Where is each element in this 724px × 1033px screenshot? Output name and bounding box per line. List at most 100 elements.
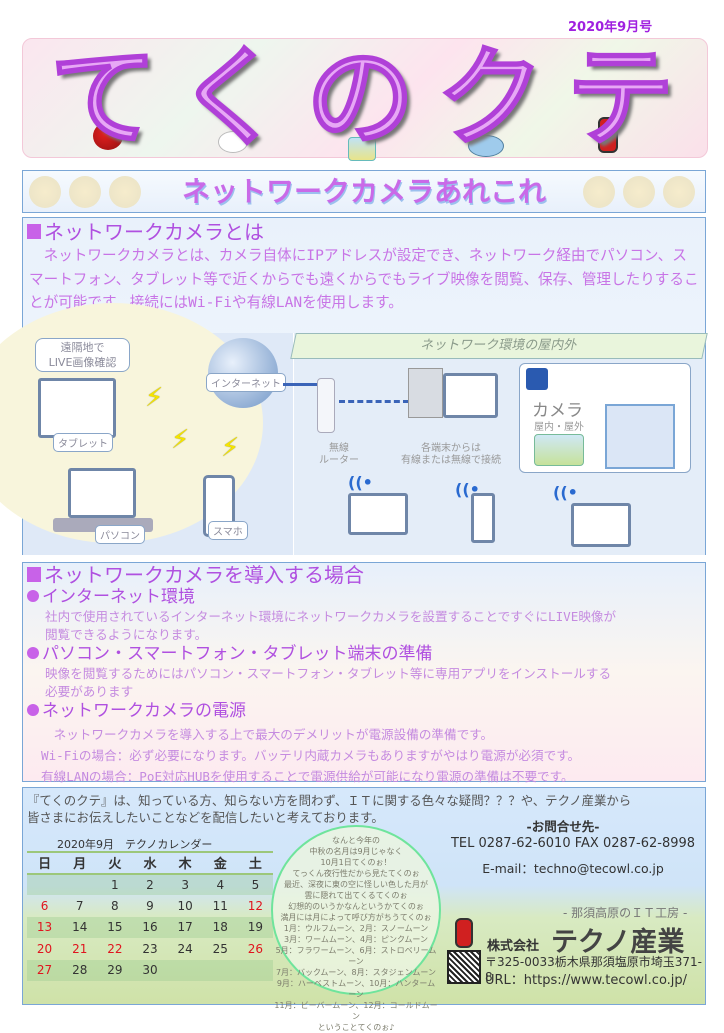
footer: 『てくのクテ』は、知っている方、知らない方を問わず、ＩＴに関する色々な疑問？？？…: [22, 787, 706, 1032]
section-heading-text: ネットワークカメラを導入する場合: [44, 563, 364, 587]
calendar-day: 17: [167, 916, 203, 938]
paragraph-line: 映像を閲覧するためにはパソコン・スマートフォン・タブレット等に専用アプリをインス…: [45, 666, 612, 681]
subheading-power: ネットワークカメラの電源: [23, 701, 705, 722]
landscape-icon: [348, 137, 376, 161]
calendar-day: 23: [142, 941, 158, 956]
weekday-header: 水: [132, 852, 168, 875]
tel-fax: TEL 0287-62-6010 FAX 0287-62-8998: [450, 836, 696, 851]
desktop-tower-icon: [408, 368, 443, 418]
tablet-label: タブレット: [53, 433, 113, 452]
router-label: 無線ルーター: [319, 443, 359, 466]
calendar-day: [237, 959, 273, 981]
smartphone-icon: [471, 493, 495, 543]
tagline: - 那須高原のＩＴ工房 -: [563, 906, 688, 920]
weekday-header: 土: [237, 852, 273, 875]
calendar-day: [62, 873, 98, 895]
intro-text: 『てくのクテ』は、知っている方、知らない方を問わず、ＩＴに関する色々な疑問？？？…: [27, 793, 632, 825]
calendar-day: 25: [212, 941, 228, 956]
bubble-line: 10月1日てくのぉ！: [320, 858, 392, 867]
section-heading-text: ネットワークカメラとは: [44, 220, 264, 244]
subheading-devices: パソコン・スマートフォン・タブレット端末の準備: [23, 644, 705, 665]
ladybug-image: [534, 434, 584, 466]
pc-label: パソコン: [95, 525, 145, 544]
paragraph-line: 必要があります: [45, 684, 134, 699]
paragraph-line: 有線LANの場合：PoE対応HUBを使用することで電源供給が可能になり電源の準備…: [41, 769, 574, 784]
whale-icon: [468, 135, 504, 157]
calendar-day: 24: [177, 941, 193, 956]
laptop-icon: [348, 493, 408, 535]
owl-mascot-icon: [598, 117, 618, 153]
calendar-day: 9: [146, 898, 154, 913]
website-link[interactable]: URL：https://www.tecowl.co.jp/: [485, 973, 688, 988]
calendar-title: 2020年9月 テクノカレンダー: [57, 838, 213, 851]
calendar-day: 10: [177, 898, 193, 913]
calendar-day: 21: [72, 941, 88, 956]
bubble-line: 7月：バックムーン、8月：スタジェンムーン: [275, 968, 437, 977]
subheading-internet: インターネット環境: [23, 587, 705, 608]
company-name: テクノ産業: [551, 927, 685, 958]
calendar-day: [202, 959, 238, 981]
wireless-bolt-icon: ⚡: [145, 383, 164, 413]
calendar-week: 20 21 22 23 24 25 26: [27, 938, 273, 960]
calendar-day: 20: [36, 941, 53, 956]
internet-label: インターネット: [206, 373, 286, 392]
masthead: てくのクテ: [22, 36, 708, 161]
section-heading: ネットワークカメラとは: [23, 220, 705, 244]
email-link[interactable]: E-mail：techno@tecowl.co.jp: [482, 861, 664, 876]
weekday-header: 火: [97, 852, 133, 875]
wireless-bolt-icon: ⚡: [221, 433, 240, 463]
weekday-header: 日: [27, 852, 63, 875]
tablet-icon: [571, 503, 631, 547]
calendar-day: 3: [167, 873, 203, 895]
calendar-day: 29: [97, 959, 133, 981]
bubble-line: てっくん夜行性だから見たてくのぉ: [292, 869, 420, 878]
calendar-day: 13: [27, 916, 63, 938]
calendar-day: 18: [202, 916, 238, 938]
camera-sublabel: 屋内・屋外: [534, 422, 584, 433]
bubble-line: 3月：ワームムーン、4月：ピンクムーン: [283, 935, 429, 944]
calendar-day: 19: [237, 916, 273, 938]
section-what-is-network-camera: ネットワークカメラとは ネットワークカメラとは、カメラ自体にIPアドレスが設定で…: [0, 217, 708, 555]
ladybug-icon: [93, 122, 123, 150]
paragraph-line: ネットワークカメラを導入する上で最大のデメリットが電源設備の準備です。: [41, 727, 494, 742]
calendar-day: 16: [132, 916, 168, 938]
calendar-day: [27, 873, 63, 895]
bubble-line: 中秋の名月は9月じゃなく: [309, 847, 403, 856]
owl-mascot-icon: [455, 918, 473, 948]
wifi-icon: ((•: [553, 483, 578, 502]
calendar-day: 15: [97, 916, 133, 938]
laptop-icon: [68, 468, 136, 518]
indoor-outdoor-header: ネットワーク環境の屋内外: [290, 333, 708, 359]
security-camera-icon: [526, 368, 548, 390]
newsletter-title: てくのクテ: [49, 36, 697, 161]
bubble-line: 9月：ハーベストムーン、10月：ハンタームーン: [276, 979, 436, 999]
cloud-icon: [218, 131, 248, 153]
calendar-day: 22: [107, 941, 123, 956]
calendar-day: 12: [247, 898, 264, 913]
weekday-header: 木: [167, 852, 203, 875]
calendar-day: 5: [237, 873, 273, 895]
smartphone-label: スマホ: [208, 521, 248, 540]
weekday-header: 金: [202, 852, 238, 875]
calendar-day: 8: [111, 898, 119, 913]
house-icon: [605, 404, 675, 469]
feature-title: ネットワークカメラあれこれ: [181, 175, 546, 208]
paragraph-line: Wi-Fiの場合：必ず必要になります。バッテリ内蔵カメラもありますがやはり電源が…: [41, 748, 581, 763]
calendar-day: 26: [247, 941, 264, 956]
issue-date: 2020年9月号: [568, 20, 653, 35]
paragraph-line: 社内で使用されているインターネット環境にネットワークカメラを設置することですぐに…: [45, 609, 617, 624]
qr-code[interactable]: [447, 950, 481, 984]
bubble-line: 最近、深夜に東の空に怪しい色した月が: [284, 880, 428, 889]
paragraph-line: 閲覧できるようになります。: [45, 627, 208, 642]
connection-label: 各端末からは有線または無線で接続: [401, 443, 501, 466]
calendar-day: 2: [132, 873, 168, 895]
calendar-day: 1: [97, 873, 133, 895]
wifi-icon: ((•: [348, 473, 373, 492]
calendar-day: [167, 959, 203, 981]
section-introduction-cases: ネットワークカメラを導入する場合 インターネット環境 社内で使用されているインタ…: [22, 562, 706, 784]
